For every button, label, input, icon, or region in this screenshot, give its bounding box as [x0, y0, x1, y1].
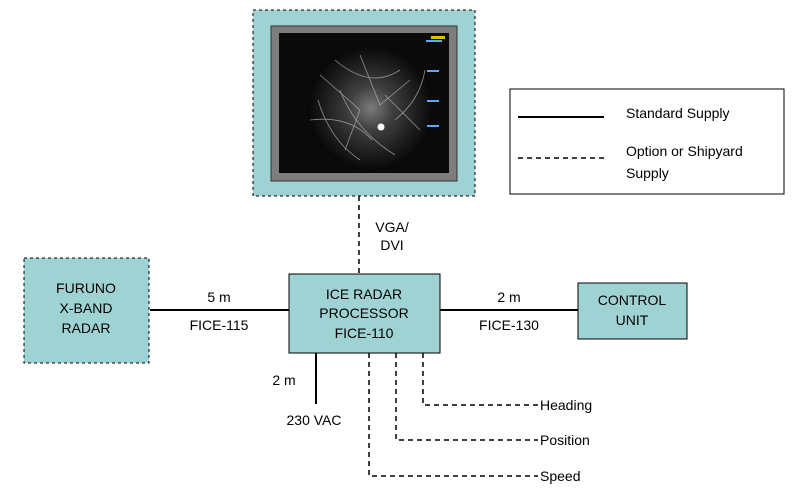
ice-radar-processor-box: ICE RADAR PROCESSOR FICE-110 [288, 273, 441, 354]
power-supply-label: 230 VAC [287, 412, 342, 428]
radar-label-line1: FURUNO [56, 280, 116, 296]
control-unit-label-line1: CONTROL [598, 292, 667, 308]
legend-standard-label: Standard Supply [626, 105, 730, 121]
speed-connection-line [368, 353, 538, 477]
heading-connection-line [422, 353, 538, 406]
legend-box [509, 88, 785, 195]
display-unit [252, 9, 476, 197]
legend-option-label-line2: Supply [626, 165, 669, 181]
control-cable-length: 2 m [497, 289, 520, 305]
radar-image [308, 36, 445, 171]
processor-label-line3: FICE-110 [335, 325, 394, 341]
legend-option-label-line1: Option or Shipyard [626, 143, 743, 159]
radar-cable-length: 5 m [207, 289, 230, 305]
radar-label-line2: X-BAND [60, 300, 113, 316]
position-connection-line [395, 353, 538, 441]
control-cable-name: FICE-130 [479, 317, 539, 333]
processor-label-line2: PROCESSOR [319, 305, 408, 321]
position-input-label: Position [540, 432, 590, 448]
display-cable-label-line1: VGA/ [375, 219, 409, 235]
heading-input-label: Heading [540, 397, 592, 413]
radar-cable-name: FICE-115 [190, 317, 249, 333]
legend: Standard Supply Option or Shipyard Suppl… [509, 88, 785, 195]
control-unit-box: CONTROL UNIT [577, 282, 688, 340]
control-unit-label-line2: UNIT [616, 312, 649, 328]
speed-input-label: Speed [540, 468, 580, 484]
display-cable-label-line2: DVI [380, 237, 403, 253]
radar-label-line3: RADAR [61, 320, 110, 336]
furuno-radar-box: FURUNO X-BAND RADAR [23, 257, 150, 364]
power-cable-length: 2 m [272, 372, 295, 388]
processor-label-line1: ICE RADAR [326, 286, 402, 302]
